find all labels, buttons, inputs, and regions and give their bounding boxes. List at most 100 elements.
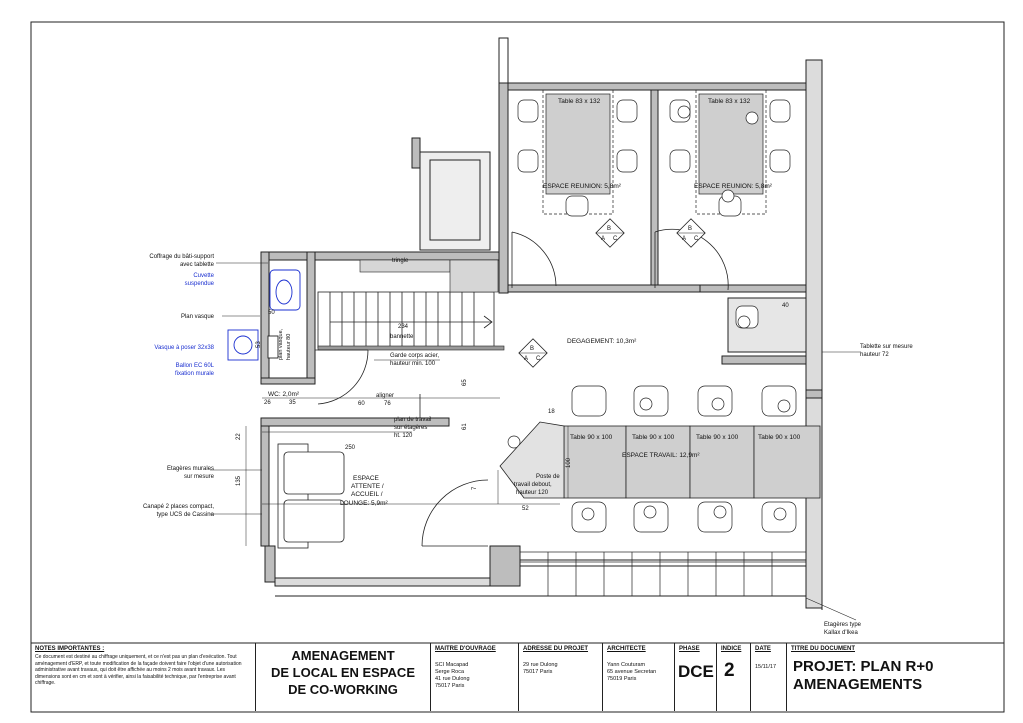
wc-label: WC: 2,0m² [268, 391, 300, 398]
section-callout-3: B A C [518, 338, 548, 368]
attente-label-1: ESPACE [353, 475, 380, 482]
date-cell: DATE 15/11/17 [750, 643, 786, 711]
maitre-line-1: SCI Macapad [435, 662, 469, 668]
titre-cell: TITRE DU DOCUMENT PROJET: PLAN R+0 AMENA… [786, 643, 1004, 711]
plan-vasque-side-2: hauteur 80 [286, 334, 292, 360]
dim-7: 7 [472, 486, 478, 490]
notes-cell: NOTES IMPORTANTES : Ce document est dest… [31, 643, 255, 711]
work-table-4: Table 90 x 100 [758, 434, 801, 441]
attente-label-3: ACCUEIL / [351, 491, 383, 498]
architecte-cell: ARCHITECTE Yann Couturam 65 avenue Secre… [602, 643, 674, 711]
indice-value: 2 [724, 660, 735, 681]
work-table-2: Table 90 x 100 [632, 434, 675, 441]
lounge-sofa [277, 443, 345, 549]
phase-cell: PHASE DCE [674, 643, 716, 711]
dim-76: 76 [384, 401, 391, 407]
garde-corps-2: hauteur min. 100 [390, 361, 436, 367]
maitre-line-4: 75017 Paris [435, 683, 465, 689]
work-table-1: Table 90 x 100 [570, 434, 613, 441]
attente-label-4: LOUNGE: 5,9m² [340, 500, 389, 507]
reunion-2-table: Table 83 x 132 [708, 98, 751, 105]
dim-18: 18 [548, 409, 555, 415]
label-etageres-2: sur mesure [184, 474, 215, 480]
label-kallax-1: Etagères type [824, 622, 862, 628]
indice-title: INDICE [721, 646, 742, 652]
dim-250: 250 [345, 445, 356, 451]
dim-61: 61 [462, 423, 468, 430]
dimension-lines [245, 397, 569, 546]
dim-135: 135 [236, 475, 242, 486]
dim-53: 53 [256, 341, 262, 348]
project-line-1: AMENAGEMENT [291, 648, 395, 663]
work-table-3: Table 90 x 100 [696, 434, 739, 441]
label-etageres-1: Etagères murales [167, 466, 214, 472]
architecte-line-3: 75019 Paris [607, 676, 637, 682]
architecte-title: ARCHITECTE [607, 646, 646, 652]
plan-travail-1: plan de travail [394, 417, 431, 423]
tablette-40: 40 [782, 303, 789, 309]
date-title: DATE [755, 646, 771, 652]
dim-35: 35 [289, 400, 296, 406]
architecte-line-2: 65 avenue Secretan [607, 669, 657, 675]
dim-100: 100 [566, 457, 572, 468]
travail-label: ESPACE TRAVAIL: 12,9m² [622, 452, 700, 459]
label-canape-1: Canapé 2 places compact, [143, 504, 214, 510]
label-plan-vasque: Plan vasque [181, 314, 215, 320]
aligner-label: aligner [376, 393, 394, 399]
label-canape-2: type UCS de Cassina [157, 512, 215, 518]
leader-lines [210, 262, 860, 621]
callout-3-right: C [536, 356, 541, 362]
maitre-line-2: Serge Roca [435, 669, 465, 675]
dim-60: 60 [358, 401, 365, 407]
callout-2-left: A [682, 236, 686, 242]
label-tablette-2: hauteur 72 [860, 352, 889, 358]
phase-title: PHASE [679, 646, 700, 652]
label-tablette-1: Tablette sur mesure [860, 344, 913, 350]
plan-travail-2: sur étagères [394, 425, 427, 431]
label-ballon-2: fixation murale [175, 371, 215, 377]
adresse-line-2: 75017 Paris [523, 669, 553, 675]
bannette-label: bannette [390, 334, 414, 340]
date-value: 15/11/17 [755, 664, 777, 670]
label-cuvette-2: suspendue [185, 281, 215, 287]
reunion-2-label: ESPACE REUNION: 5,8m² [694, 183, 773, 190]
callout-2-top: B [688, 226, 692, 232]
degagement-label: DEGAGEMENT: 10,3m² [567, 338, 637, 345]
shelves-kallax [519, 551, 807, 596]
titre-line-1: PROJET: PLAN R+0 [793, 658, 934, 675]
callout-1-right: C [613, 236, 618, 242]
plan-travail-3: ht. 120 [394, 433, 413, 439]
wc-fixtures [227, 269, 301, 361]
section-callout-1: B A C [595, 218, 625, 248]
notes-title: NOTES IMPORTANTES : [35, 646, 105, 652]
poste-debout-1: Poste de [536, 474, 560, 480]
callout-3-left: A [524, 356, 528, 362]
section-callout-2: B A C [676, 218, 706, 248]
notes-text: Ce document est destiné au chiffrage uni… [35, 654, 242, 686]
project-line-2: DE LOCAL EN ESPACE [271, 665, 415, 680]
callout-3-top: B [530, 346, 534, 352]
dim-52: 52 [522, 506, 529, 512]
callout-2-right: C [694, 236, 699, 242]
tringle-label: tringle [392, 258, 409, 264]
dim-22: 22 [236, 433, 242, 440]
label-ballon-1: Ballon EC 60L [176, 363, 215, 369]
plan-vasque-side-1: plan vasque, [278, 328, 284, 360]
garde-corps [317, 345, 505, 351]
meeting-room-2 [695, 89, 767, 215]
reunion-1-table: Table 83 x 132 [558, 98, 601, 105]
label-coffrage-2: avec tablette [180, 262, 215, 268]
maitre-title: MAITRE D'OUVRAGE [435, 646, 496, 652]
chairs [517, 99, 797, 533]
dim-50: 50 [268, 310, 275, 316]
label-kallax-2: Kallax d'Ikea [824, 630, 858, 636]
callout-1-top: B [607, 226, 611, 232]
attente-label-2: ATTENTE / [351, 483, 384, 490]
adresse-title: ADRESSE DU PROJET [523, 646, 589, 652]
dim-234: 234 [398, 324, 409, 330]
adresse-line-1: 29 rue Dulong [523, 662, 558, 668]
poste-debout-3: hauteur 120 [516, 490, 549, 496]
callout-1-left: A [601, 236, 605, 242]
project-cell: AMENAGEMENT DE LOCAL EN ESPACE DE CO-WOR… [255, 643, 430, 711]
